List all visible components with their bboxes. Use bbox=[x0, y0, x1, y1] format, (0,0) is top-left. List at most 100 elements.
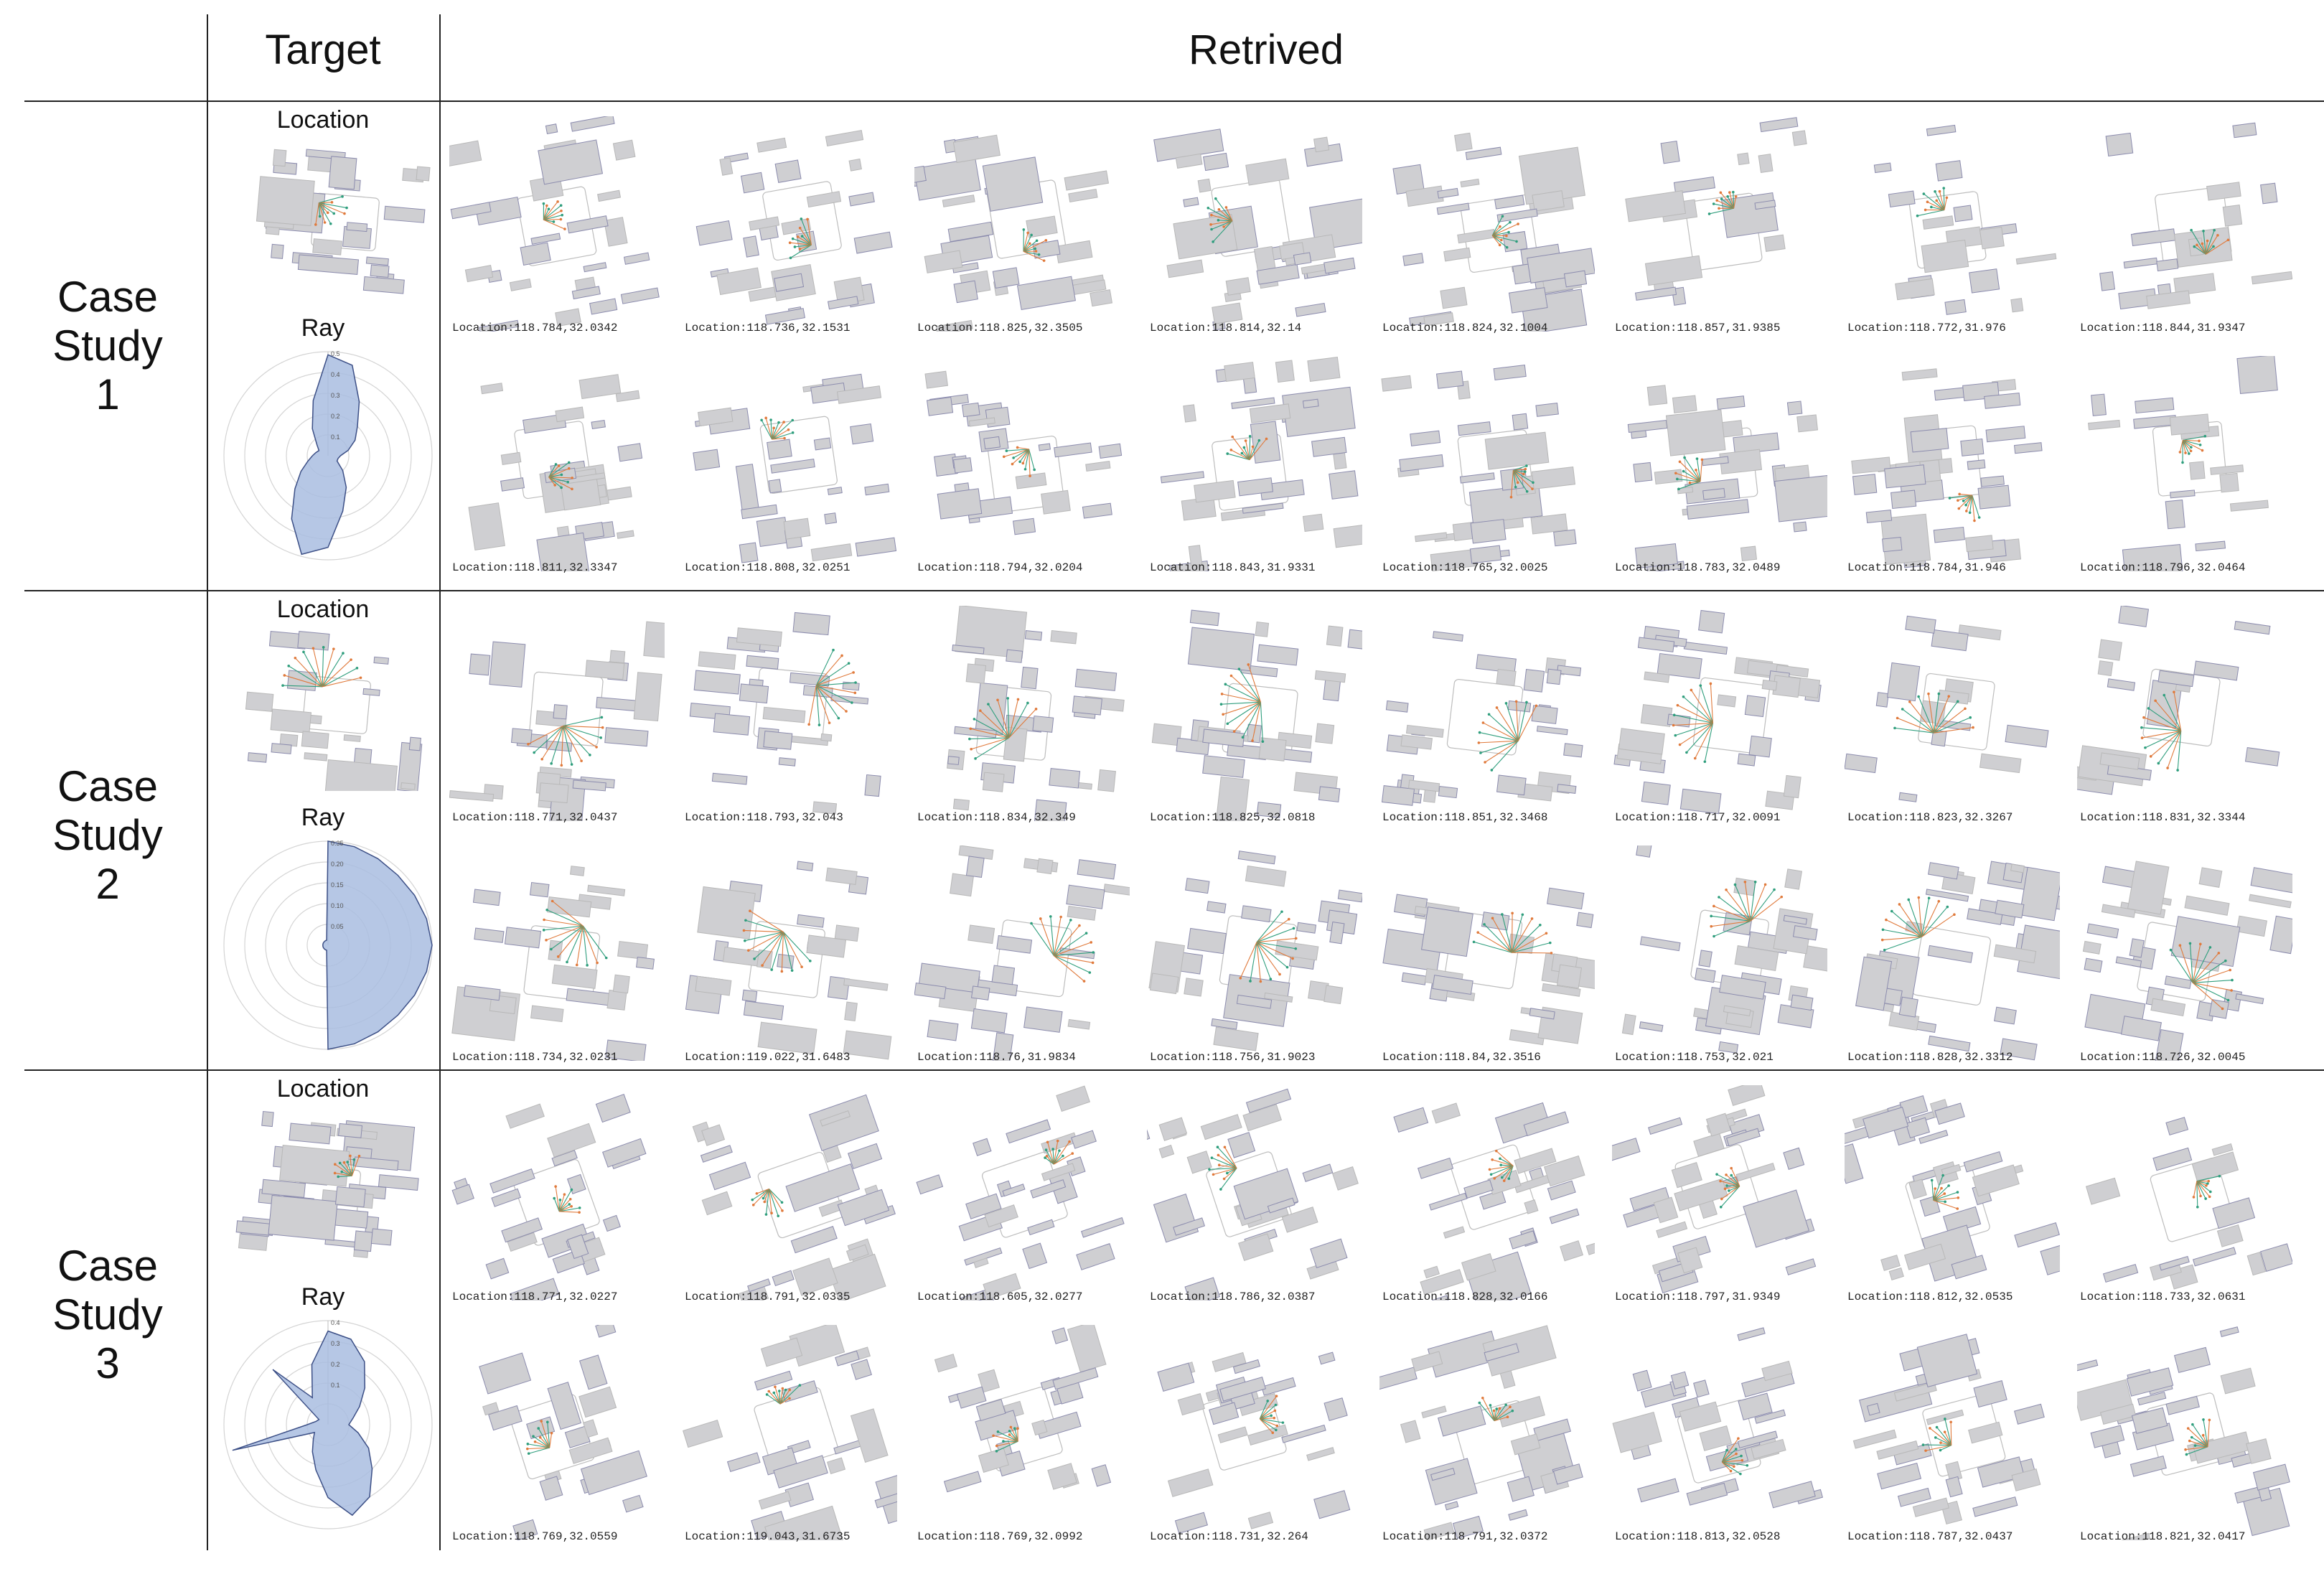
retrieved-map-tile[interactable] bbox=[1612, 356, 1827, 571]
radar-tick-label: 0.20 bbox=[331, 861, 344, 868]
case-title-line: 1 bbox=[95, 370, 120, 418]
retrieved-map-tile[interactable] bbox=[914, 606, 1130, 821]
retrieved-map-tile[interactable] bbox=[2077, 1325, 2292, 1540]
retrieved-location-caption: Location:118.843,31.9331 bbox=[1150, 561, 1316, 574]
retrieved-location-caption: Location:119.043,31.6735 bbox=[685, 1530, 851, 1543]
retrieved-location-caption: Location:118.84,32.3516 bbox=[1382, 1051, 1541, 1064]
radar-tick-label: 0.1 bbox=[331, 1382, 340, 1389]
case-title-line: Case bbox=[57, 273, 159, 321]
retrieved-map-tile[interactable] bbox=[1147, 116, 1362, 332]
retrieved-location-caption: Location:118.831,32.3344 bbox=[2080, 811, 2246, 824]
retrieved-location-caption: Location:118.734,32.0231 bbox=[452, 1051, 618, 1064]
radar-tick-label: 0.4 bbox=[331, 371, 340, 378]
retrieved-location-caption: Location:118.726,32.0045 bbox=[2080, 1051, 2246, 1064]
radar-tick-label: 0.2 bbox=[331, 413, 340, 420]
retrieved-location-caption: Location:118.821,32.0417 bbox=[2080, 1530, 2246, 1543]
target-ray-label: Ray bbox=[301, 1283, 345, 1311]
retrieved-map-tile[interactable] bbox=[914, 1085, 1130, 1301]
retrieved-map-tile[interactable] bbox=[1147, 1325, 1362, 1540]
retrieved-map-tile[interactable] bbox=[1845, 606, 2060, 821]
retrieved-map-tile[interactable] bbox=[1379, 606, 1595, 821]
retrieved-map-tile[interactable] bbox=[2077, 845, 2292, 1061]
case-title-line: Study bbox=[52, 322, 163, 370]
retrieved-map-tile[interactable] bbox=[914, 356, 1130, 571]
retrieved-map-tile[interactable] bbox=[449, 116, 665, 332]
retrieved-map-tile[interactable] bbox=[682, 606, 897, 821]
retrieved-map-tile[interactable] bbox=[2077, 1085, 2292, 1301]
retrieved-location-caption: Location:118.772,31.976 bbox=[1847, 322, 2006, 334]
radar-tick-label: 0.05 bbox=[331, 923, 344, 930]
retrieved-location-caption: Location:118.791,32.0372 bbox=[1382, 1530, 1548, 1543]
target-header: Target bbox=[265, 27, 381, 73]
retrieved-map-tile[interactable] bbox=[2077, 356, 2292, 571]
retrieved-map-tile[interactable] bbox=[1379, 356, 1595, 571]
retrieved-location-caption: Location:118.717,32.0091 bbox=[1615, 811, 1781, 824]
retrieved-map-tile[interactable] bbox=[1147, 1085, 1362, 1301]
retrieved-location-caption: Location:118.784,31.946 bbox=[1847, 561, 2006, 574]
retrieved-location-caption: Location:118.605,32.0277 bbox=[917, 1290, 1083, 1303]
retrieved-map-tile[interactable] bbox=[449, 1325, 665, 1540]
retrieved-map-tile[interactable] bbox=[1612, 606, 1827, 821]
retrieved-location-caption: Location:118.794,32.0204 bbox=[917, 561, 1083, 574]
case1-divider bbox=[24, 590, 2324, 591]
retrieved-location-caption: Location:118.784,32.0342 bbox=[452, 322, 618, 334]
retrieved-map-tile[interactable] bbox=[449, 606, 665, 821]
retrieved-column-divider bbox=[439, 14, 441, 1550]
retrieved-header: Retrived bbox=[1189, 27, 1344, 73]
retrieved-map-tile[interactable] bbox=[1612, 1325, 1827, 1540]
case-title-line: Case bbox=[57, 762, 159, 810]
retrieved-map-tile[interactable] bbox=[682, 1325, 897, 1540]
retrieved-map-tile[interactable] bbox=[1147, 356, 1362, 571]
retrieved-location-caption: Location:118.828,32.0166 bbox=[1382, 1290, 1548, 1303]
retrieved-map-tile[interactable] bbox=[449, 845, 665, 1061]
retrieved-map-tile[interactable] bbox=[1147, 606, 1362, 821]
retrieved-map-tile[interactable] bbox=[1379, 116, 1595, 332]
retrieved-location-caption: Location:118.771,32.0227 bbox=[452, 1290, 618, 1303]
retrieved-map-tile[interactable] bbox=[2077, 116, 2292, 332]
retrieved-map-tile[interactable] bbox=[914, 845, 1130, 1061]
retrieved-map-tile[interactable] bbox=[682, 1085, 897, 1301]
retrieved-map-tile[interactable] bbox=[1845, 1085, 2060, 1301]
retrieved-map-tile[interactable] bbox=[1845, 116, 2060, 332]
retrieved-location-caption: Location:118.825,32.0818 bbox=[1150, 811, 1316, 824]
retrieved-map-tile[interactable] bbox=[1612, 1085, 1827, 1301]
retrieved-map-tile[interactable] bbox=[1612, 116, 1827, 332]
radar-tick-label: 0.3 bbox=[331, 1340, 340, 1347]
retrieved-map-tile[interactable] bbox=[449, 356, 665, 571]
retrieved-map-tile[interactable] bbox=[914, 1325, 1130, 1540]
radar-tick-label: 0.3 bbox=[331, 392, 340, 399]
retrieved-map-tile[interactable] bbox=[1845, 356, 2060, 571]
case-title-line: 2 bbox=[95, 860, 120, 908]
retrieved-map-tile[interactable] bbox=[1845, 845, 2060, 1061]
radar-tick-label: 0.15 bbox=[331, 881, 344, 889]
retrieved-location-caption: Location:118.731,32.264 bbox=[1150, 1530, 1308, 1543]
retrieved-map-tile[interactable] bbox=[1379, 1325, 1595, 1540]
target-location-label: Location bbox=[276, 106, 370, 133]
retrieved-map-tile[interactable] bbox=[682, 845, 897, 1061]
header-divider bbox=[24, 100, 2324, 102]
target-location-map bbox=[233, 1105, 434, 1270]
retrieved-map-tile[interactable] bbox=[914, 116, 1130, 332]
retrieved-location-caption: Location:118.771,32.0437 bbox=[452, 811, 618, 824]
retrieved-map-tile[interactable] bbox=[1379, 1085, 1595, 1301]
retrieved-map-tile[interactable] bbox=[682, 356, 897, 571]
target-location-label: Location bbox=[276, 596, 370, 623]
retrieved-map-tile[interactable] bbox=[682, 116, 897, 332]
radar-tick-label: 0.35 bbox=[331, 840, 344, 847]
retrieved-location-caption: Location:118.793,32.043 bbox=[685, 811, 843, 824]
retrieved-map-tile[interactable] bbox=[1147, 845, 1362, 1061]
retrieved-map-tile[interactable] bbox=[1379, 845, 1595, 1061]
retrieved-location-caption: Location:118.76,31.9834 bbox=[917, 1051, 1076, 1064]
retrieved-map-tile[interactable] bbox=[2077, 606, 2292, 821]
retrieved-location-caption: Location:118.812,32.0535 bbox=[1847, 1290, 2013, 1303]
retrieved-location-caption: Location:118.756,31.9023 bbox=[1150, 1051, 1316, 1064]
retrieved-location-caption: Location:118.813,32.0528 bbox=[1615, 1530, 1781, 1543]
retrieved-location-caption: Location:118.786,32.0387 bbox=[1150, 1290, 1316, 1303]
retrieved-location-caption: Location:118.828,32.3312 bbox=[1847, 1051, 2013, 1064]
radar-tick-label: 0.5 bbox=[331, 350, 340, 357]
case-title-line: Study bbox=[52, 811, 163, 859]
retrieved-map-tile[interactable] bbox=[449, 1085, 665, 1301]
retrieved-map-tile[interactable] bbox=[1612, 845, 1827, 1061]
retrieved-map-tile[interactable] bbox=[1845, 1325, 2060, 1540]
